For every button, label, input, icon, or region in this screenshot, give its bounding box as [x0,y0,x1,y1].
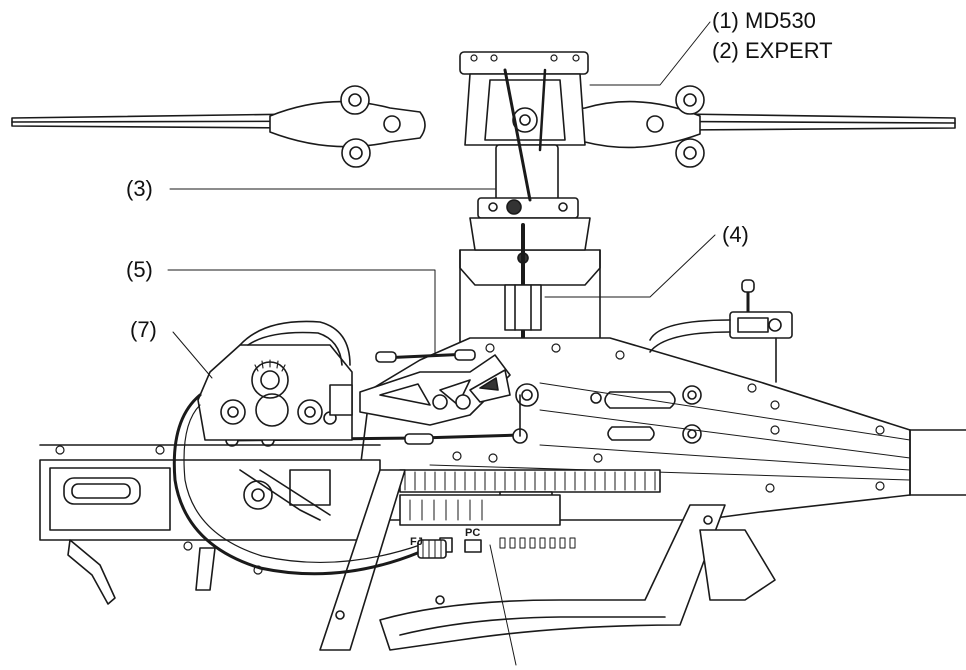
servo-block [197,320,353,441]
callout-expert: (2) EXPERT [712,38,833,63]
callout-md530: (1) MD530 [712,8,816,33]
landing-gear [319,469,776,651]
main-rotor-blade-right [549,85,956,168]
pc-port-mark: PC [465,527,480,539]
leader-lines [167,21,716,666]
rotor-head [459,51,589,219]
tail-boom [909,429,966,496]
callout-5: (5) [126,257,153,282]
callout-3: (3) [126,176,153,201]
callout-7: (7) [130,317,157,342]
servo-linkage [225,349,539,447]
lower-chassis [39,444,381,605]
fj-port-mark: FJ [410,536,423,548]
main-rotor-blade-left [11,85,426,168]
wiring [172,393,447,576]
callout-4: (4) [722,222,749,247]
canopy-mount [649,279,793,383]
main-gear [399,469,661,553]
